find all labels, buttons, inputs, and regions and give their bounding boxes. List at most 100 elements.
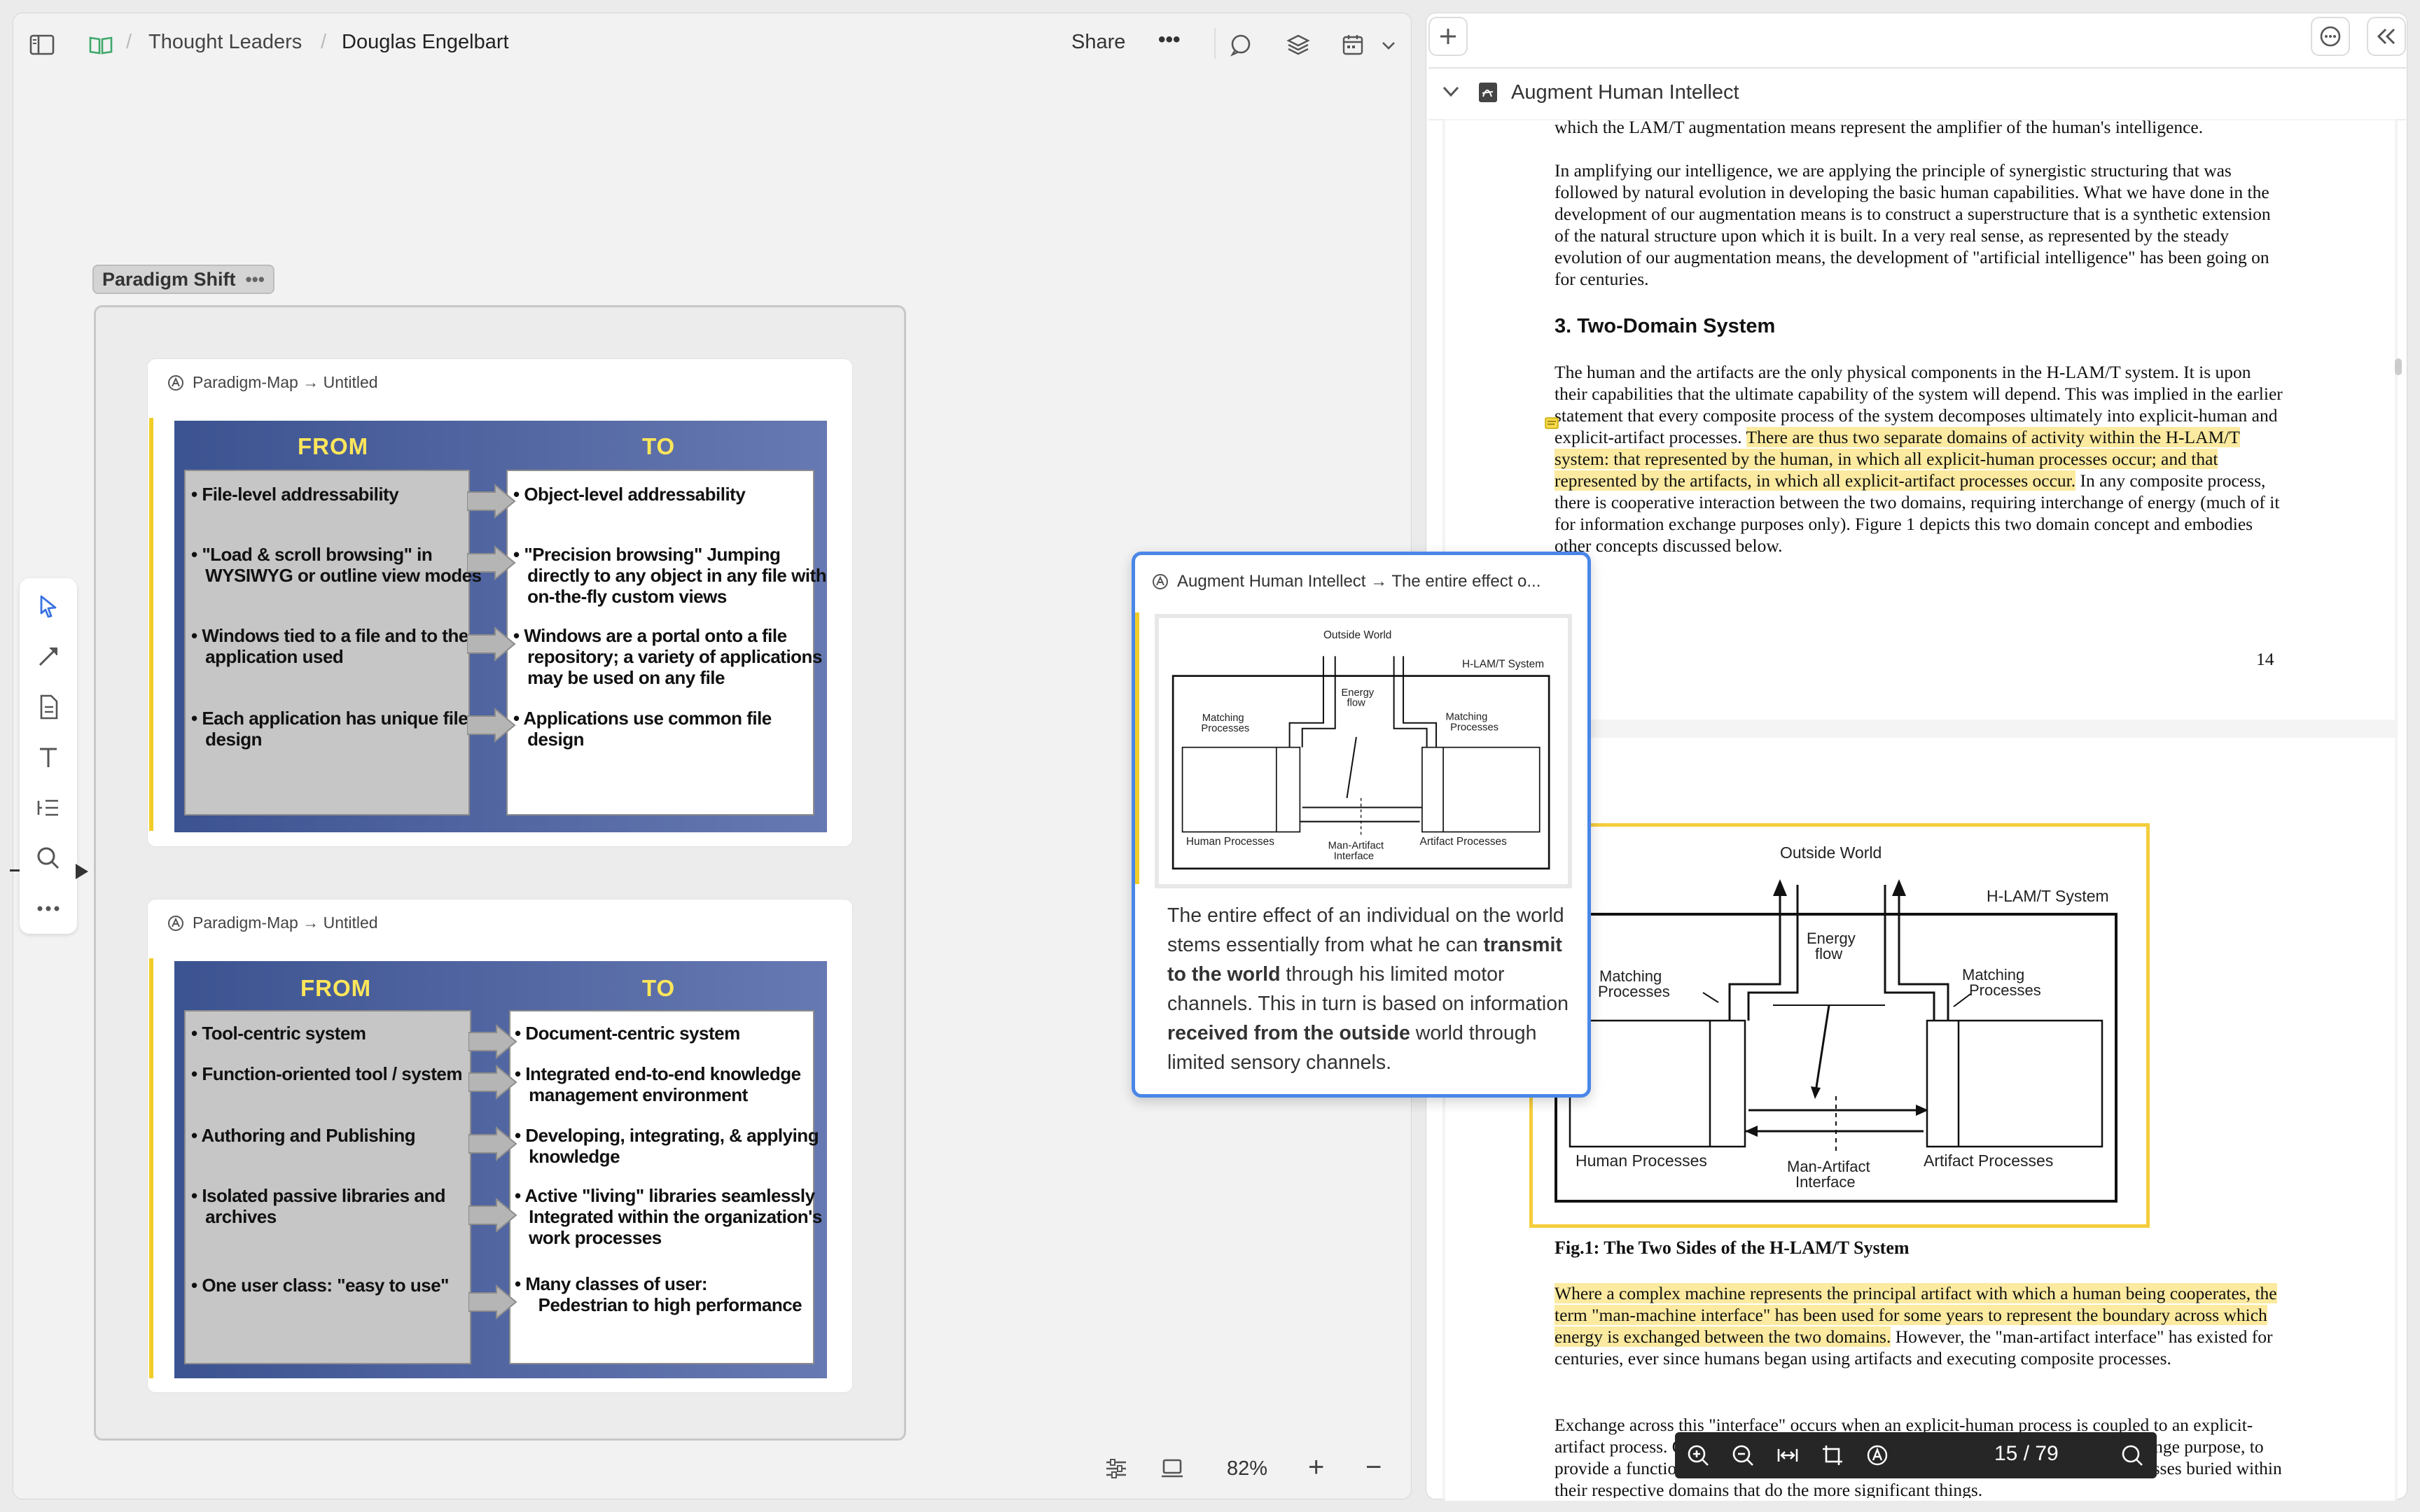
figure-label-line: flow [1347, 698, 1366, 709]
search-icon[interactable] [2120, 1443, 2144, 1467]
slide-image: FROM TO • File-level addressability • "L… [174, 421, 827, 832]
settings-sliders-icon[interactable] [1104, 1456, 1129, 1481]
paradigm-card-2[interactable]: Paradigm-Map → Untitled FROM TO • Tool-c… [147, 899, 853, 1393]
popup-title[interactable]: Augment Human Intellect → The entire eff… [1177, 572, 1541, 591]
breadcrumb-separator-icon: / [321, 31, 327, 53]
to-column [509, 1010, 814, 1364]
share-button[interactable]: Share [1071, 31, 1126, 53]
group-menu-button[interactable]: ••• [245, 268, 265, 290]
popup-text-bold: received from the outside [1167, 1022, 1410, 1044]
link-icon [1153, 574, 1168, 589]
pdf-paragraph: In amplifying our intelligence, we are a… [1555, 160, 2271, 289]
popup-text-run: through his limited motor channels. This… [1167, 963, 1569, 1015]
chevron-down-icon[interactable] [1378, 35, 1399, 56]
zoom-out-button[interactable]: − [1365, 1452, 1382, 1483]
figure-label: Outside World [1780, 844, 1882, 862]
add-tab-button[interactable] [1428, 17, 1468, 56]
doc-header-divider [1428, 67, 2406, 69]
chat-bubble-icon[interactable] [2311, 17, 2350, 56]
outline-icon[interactable] [34, 794, 62, 822]
page-indicator[interactable]: 15 / 79 [1994, 1442, 2059, 1465]
annotate-icon[interactable] [1865, 1443, 1889, 1467]
from-item: • Isolated passive libraries and archive… [191, 1185, 446, 1227]
link-icon [168, 374, 183, 391]
zoom-out-icon[interactable] [1731, 1443, 1755, 1467]
to-item: • Many classes of user: Pedestrian to hi… [515, 1273, 802, 1315]
card-title[interactable]: Paradigm-Map → Untitled [193, 373, 378, 391]
pointer-icon[interactable] [34, 592, 62, 620]
group-label[interactable]: Paradigm Shift ••• [92, 265, 274, 294]
comment-marker-icon[interactable] [1545, 417, 1559, 433]
page-number: 14 [2256, 649, 2274, 669]
figure-label: H-LAM/T System [1462, 659, 1544, 671]
collapse-panel-icon[interactable] [2367, 17, 2406, 56]
crop-icon[interactable] [1821, 1443, 1844, 1467]
expand-arrow-icon[interactable] [74, 862, 90, 881]
breadcrumb-section[interactable]: Thought Leaders [148, 31, 302, 53]
figure-label-line: Energy [1341, 687, 1374, 699]
figure-label-line: Matching [1962, 966, 2024, 983]
pdf-page-14 [1445, 120, 2395, 720]
calendar-icon[interactable] [1339, 31, 1367, 59]
pdf-paragraph: Where a complex machine represents the p… [1555, 1282, 2283, 1369]
figure-label-line: Processes [1969, 981, 2041, 999]
from-item: • "Load & scroll browsing" in WYSIWYG or… [191, 544, 482, 586]
breadcrumb-page[interactable]: Douglas Engelbart [342, 31, 509, 53]
arrow-right-icon [468, 1126, 517, 1161]
pdf-toolbar: 15 / 79 [1675, 1432, 2157, 1478]
more-options-button[interactable]: ••• [1158, 28, 1181, 51]
document-icon[interactable] [34, 693, 62, 721]
pdf-text: In any composite process, there is coope… [1555, 470, 2280, 556]
present-icon[interactable] [1160, 1456, 1185, 1481]
from-item: • Each application has unique file desig… [191, 708, 468, 750]
slide-image: FROM TO • Tool-centric system • Function… [174, 961, 827, 1378]
zoom-level[interactable]: 82% [1227, 1457, 1268, 1480]
chat-icon[interactable] [1227, 31, 1255, 59]
doc-title[interactable]: Augment Human Intellect [1511, 81, 1739, 104]
connector-icon[interactable] [34, 643, 62, 671]
figure-label: H-LAM/T System [1987, 887, 2109, 905]
figure-label: Artifact Processes [1924, 1152, 2053, 1170]
pdf-page-15 [1445, 738, 2395, 1501]
breadcrumb-separator-icon: / [126, 31, 132, 53]
card-accent-bar [149, 958, 153, 1378]
search-icon[interactable] [34, 844, 62, 872]
arrow-right-icon [467, 708, 516, 743]
scrollbar-thumb[interactable] [2395, 358, 2402, 375]
text-icon[interactable] [34, 743, 62, 771]
arrow-right-icon [468, 1065, 517, 1100]
paradigm-card-1[interactable]: Paradigm-Map → Untitled FROM TO • File-l… [147, 358, 853, 847]
zoom-in-icon[interactable] [1686, 1443, 1710, 1467]
to-header: TO [642, 975, 676, 1001]
group-label-text: Paradigm Shift [102, 268, 236, 290]
sidebar-toggle-icon[interactable] [28, 31, 56, 59]
arrow-right-icon [467, 484, 516, 519]
card-title[interactable]: Paradigm-Map → Untitled [193, 913, 378, 932]
chevron-down-icon[interactable] [1441, 84, 1461, 99]
fit-width-icon[interactable] [1776, 1443, 1800, 1467]
from-item: • One user class: "easy to use" [191, 1275, 450, 1296]
highlight[interactable]: Where a complex machine represents the p… [1555, 1283, 2277, 1347]
from-item: • Function-oriented tool / system [191, 1063, 462, 1084]
figure-caption: Fig.1: The Two Sides of the H-LAM/T Syst… [1555, 1238, 1910, 1258]
from-item: • Tool-centric system [191, 1023, 366, 1044]
to-item: • Document-centric system [515, 1023, 740, 1044]
to-item: • Active "living" libraries seamlessly I… [515, 1185, 822, 1248]
zoom-in-button[interactable]: + [1308, 1452, 1325, 1483]
more-tools-icon[interactable] [34, 895, 62, 923]
arrow-right-icon [468, 1198, 517, 1233]
book-icon[interactable] [87, 31, 115, 59]
pdf-paragraph: which the LAM/T augmentation means repre… [1555, 117, 2204, 137]
reference-popup[interactable]: Augment Human Intellect → The entire eff… [1132, 552, 1591, 1098]
figure-label-line: Interface [1795, 1173, 1856, 1191]
from-item: • Authoring and Publishing [191, 1125, 416, 1146]
layers-icon[interactable] [1284, 31, 1312, 59]
